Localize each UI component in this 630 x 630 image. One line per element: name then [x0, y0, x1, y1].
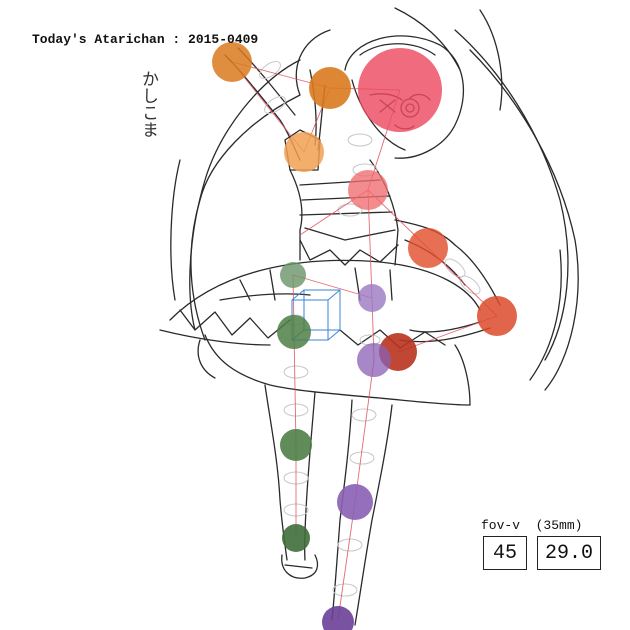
- joint-head[interactable]: [358, 48, 442, 132]
- fov-label-text: fov-v: [481, 518, 521, 533]
- joint-right-knee[interactable]: [280, 429, 312, 461]
- fov-degrees-field[interactable]: 45: [483, 536, 527, 570]
- page-title: Today's Atarichan : 2015-0409: [32, 32, 259, 47]
- joint-pelvis-left[interactable]: [358, 284, 386, 312]
- joint-pelvis-right[interactable]: [280, 262, 306, 288]
- joint-left-elbow[interactable]: [477, 296, 517, 336]
- joint-right-hip[interactable]: [277, 315, 311, 349]
- joint-chest[interactable]: [348, 170, 388, 210]
- joint-right-elbow[interactable]: [309, 67, 351, 109]
- joint-right-shoulder[interactable]: [284, 132, 324, 172]
- joint-left-foot[interactable]: [322, 606, 354, 630]
- handwritten-caption: かしこま: [138, 70, 158, 138]
- fov-label: fov-v (35mm): [481, 518, 582, 533]
- joint-right-hand[interactable]: [212, 42, 252, 82]
- fov-focal-field[interactable]: 29.0: [537, 536, 601, 570]
- joint-right-ankle[interactable]: [282, 524, 310, 552]
- joint-left-shoulder[interactable]: [408, 228, 448, 268]
- joint-left-knee[interactable]: [357, 343, 391, 377]
- joint-handles[interactable]: [212, 42, 517, 630]
- fov-lens-text: (35mm): [535, 518, 583, 533]
- joint-left-ankle[interactable]: [337, 484, 373, 520]
